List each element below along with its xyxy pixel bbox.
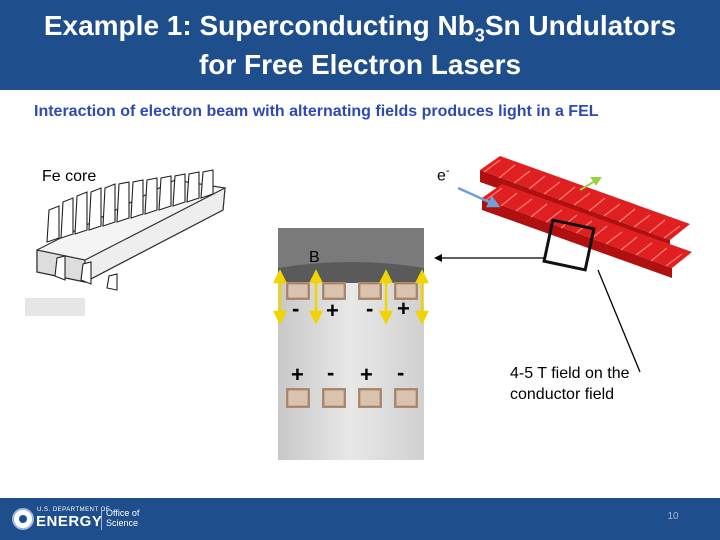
footer-divider <box>101 508 102 530</box>
doe-energy-text: ENERGY <box>36 513 103 530</box>
office-of-science-text: Office of Science <box>106 508 140 528</box>
polarity-bottom-2: - <box>327 360 335 385</box>
polarity-top-3: - <box>366 296 374 321</box>
fe-core-illustration <box>25 169 226 316</box>
magnet-cross-section-photo <box>272 228 430 460</box>
polarity-top-2: + <box>326 298 339 323</box>
slide-subtitle: Interaction of electron beam with altern… <box>34 103 599 120</box>
slide-title-line-1: Example 1: Superconducting Nb3Sn Undulat… <box>43 10 677 46</box>
slide-title-line-2: for Free Electron Lasers <box>198 49 522 80</box>
undulator-coil-illustration <box>457 156 692 278</box>
fe-core-label: Fe core <box>42 168 97 185</box>
doe-seal-icon <box>12 508 34 530</box>
polarity-bottom-4: - <box>397 360 405 385</box>
title-bar: Example 1: Superconducting Nb3Sn Undulat… <box>0 0 720 90</box>
polarity-top-1: - <box>292 296 300 321</box>
polarity-bottom-3: + <box>360 362 373 387</box>
field-b-label: B <box>309 249 320 266</box>
footer-bar <box>0 498 720 540</box>
electron-label: e- <box>437 165 450 185</box>
polarity-bottom-1: + <box>291 362 304 387</box>
field-note: 4-5 T field on the conductor field <box>510 365 630 403</box>
doe-department-text: U.S. DEPARTMENT OF <box>37 507 111 513</box>
page-number: 10 <box>667 511 679 522</box>
polarity-top-4: + <box>397 296 410 321</box>
